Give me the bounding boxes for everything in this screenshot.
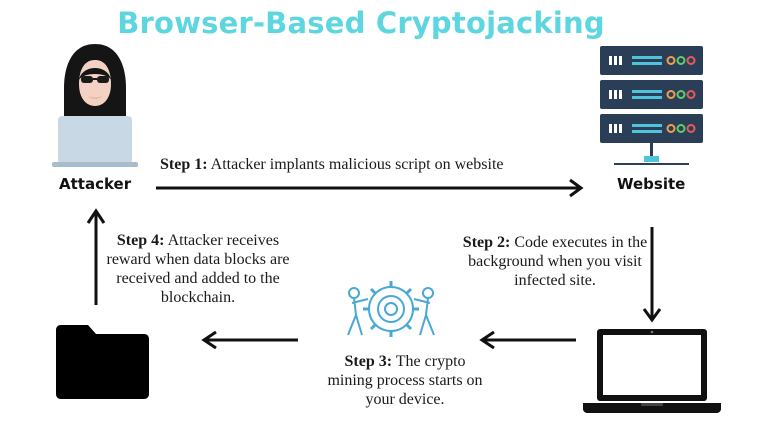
laptop-icon [583, 329, 721, 413]
arrow-attacker-to-website [156, 178, 584, 198]
step-3-text: Step 3: The crypto mining process starts… [327, 353, 483, 408]
server-rack-icon [600, 46, 703, 165]
folder-icon [56, 325, 149, 399]
arrow-mining-to-folder [201, 330, 298, 350]
step-1-text: Step 1: Attacker implants malicious scri… [160, 156, 504, 173]
arrow-device-to-mining [479, 330, 576, 350]
step-4-text: Step 4: Attacker receives reward when da… [106, 232, 290, 306]
step-2-text: Step 2: Code executes in the background … [462, 234, 648, 289]
arrow-folder-to-attacker [86, 208, 106, 305]
hooded-hacker-icon [52, 44, 138, 167]
diagram-title: Browser-Based Cryptojacking [117, 6, 605, 40]
arrow-website-to-device [642, 227, 662, 323]
gear-teamwork-icon [347, 281, 435, 337]
attacker-label: Attacker [59, 175, 132, 193]
website-label: Website [617, 175, 686, 193]
